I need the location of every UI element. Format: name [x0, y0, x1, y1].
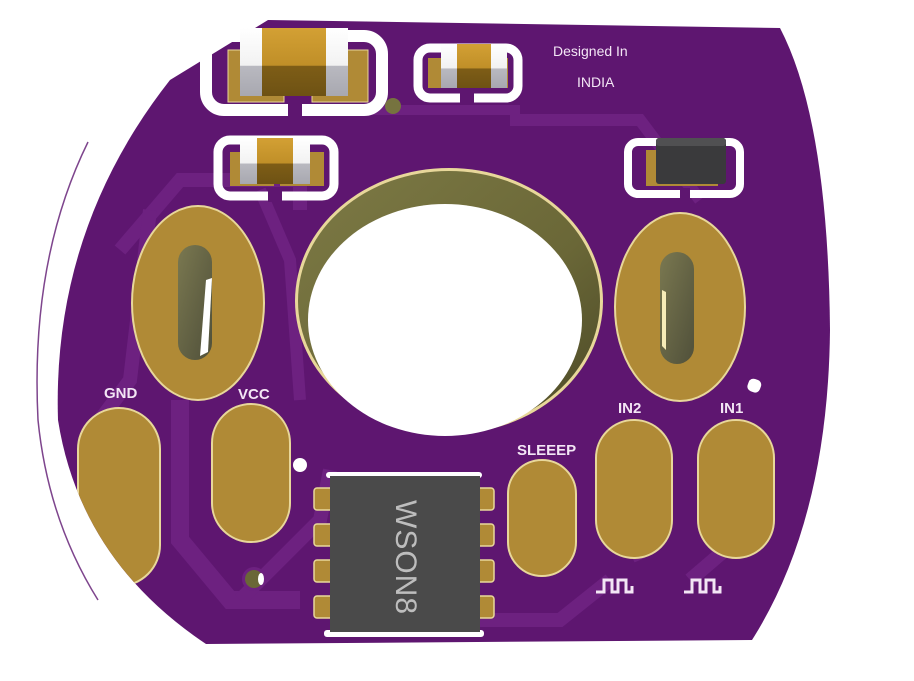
square-wave-icon	[684, 578, 722, 594]
board-edge-highlight	[36, 141, 99, 601]
ic-package-label: WSON8	[389, 500, 422, 615]
pad-vcc[interactable]	[211, 403, 291, 543]
pad-sleep[interactable]	[507, 459, 577, 577]
label-in2: IN2	[618, 400, 641, 417]
square-wave-icon	[596, 578, 634, 594]
ic-wson8[interactable]: WSON8	[313, 472, 495, 637]
label-in1: IN1	[720, 400, 743, 417]
pad-in1[interactable]	[697, 419, 775, 559]
pad-gnd[interactable]	[77, 407, 161, 587]
terminal-slot-pad-right[interactable]	[614, 212, 746, 402]
label-gnd: GND	[104, 385, 138, 402]
via	[385, 98, 401, 114]
center-mounting-hole	[295, 168, 603, 436]
smd-capacitor-c1[interactable]	[200, 28, 388, 120]
sot23-transistor[interactable]	[624, 138, 744, 200]
pin1-marker-dot	[293, 458, 307, 472]
terminal-slot-pad-left[interactable]	[131, 205, 265, 401]
smd-capacitor-c3[interactable]	[213, 135, 339, 202]
via-bottom-left	[242, 567, 266, 591]
label-vcc: VCC	[238, 386, 270, 403]
credit-line-1: Designed In	[553, 43, 628, 59]
credit-line-2: INDIA	[577, 74, 615, 90]
orientation-dot	[747, 378, 762, 393]
pad-in2[interactable]	[595, 419, 673, 559]
label-sleep: SLEEEP	[517, 442, 576, 459]
smd-capacitor-c2[interactable]	[413, 43, 523, 104]
